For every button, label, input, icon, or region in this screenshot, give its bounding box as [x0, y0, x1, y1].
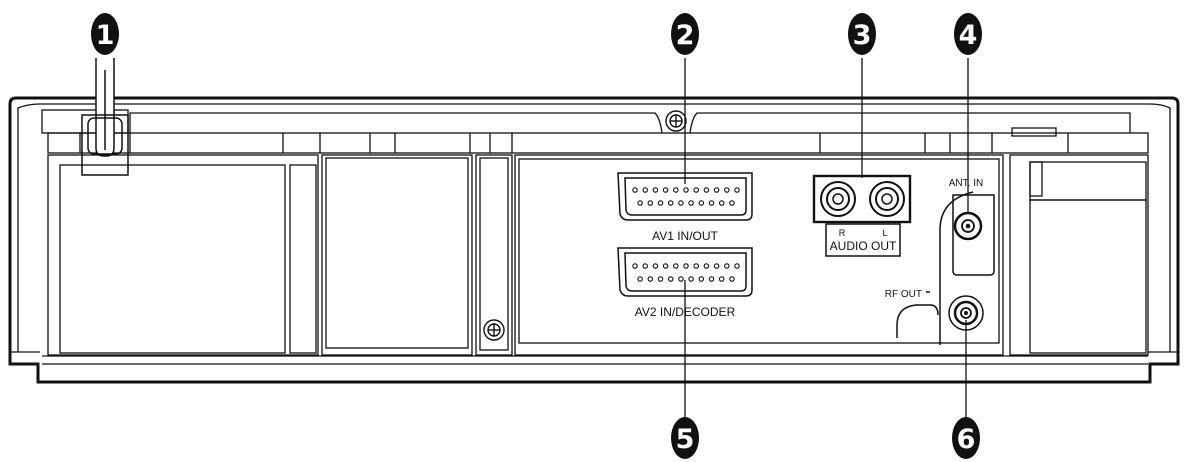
scart-pin — [637, 276, 643, 282]
power-cord — [81, 58, 129, 176]
scart-pin — [703, 263, 710, 269]
scart-pin — [734, 187, 740, 193]
scart-pin — [662, 263, 669, 269]
scart-pin — [652, 187, 659, 193]
scart-pin — [683, 187, 689, 193]
scart-pin — [718, 200, 725, 206]
ant-in-jack — [953, 211, 983, 241]
scart-pin — [637, 200, 643, 206]
callout-3-number: 3 — [853, 20, 872, 51]
scart-pin — [708, 200, 715, 206]
callout-3: 3 — [848, 13, 876, 55]
connector-panel — [514, 154, 1004, 356]
scart-pin — [678, 276, 684, 282]
top-vent-rail — [41, 109, 1149, 154]
scart-pin — [667, 276, 674, 282]
left-blank-panels — [47, 154, 513, 356]
callout-5-number: 5 — [676, 424, 695, 455]
scart-pin — [673, 187, 679, 193]
scart-pin — [683, 263, 689, 269]
scart-pin — [708, 276, 715, 282]
leader-lines — [684, 58, 969, 425]
scart-pin — [652, 263, 659, 269]
callout-5: 5 — [671, 417, 699, 459]
callout-1-number: 1 — [96, 20, 115, 51]
scart-pin — [703, 187, 710, 193]
audio-out-jack-r — [820, 181, 856, 217]
scart-pin — [693, 187, 699, 193]
screw-bottom — [483, 319, 505, 341]
av1-scart-connector — [617, 172, 753, 221]
scart-pin — [662, 187, 669, 193]
scart-pin — [729, 276, 735, 282]
scart-pin — [647, 200, 654, 206]
scart-pin — [688, 276, 694, 282]
antenna-section — [896, 191, 995, 345]
av1-pins — [632, 187, 740, 206]
scart-pin — [657, 200, 664, 206]
scart-pin — [642, 187, 648, 193]
scart-pin — [657, 276, 664, 282]
callout-1: 1 — [91, 13, 119, 55]
scart-pin — [693, 263, 699, 269]
av2-scart-connector — [617, 247, 753, 297]
audio-out-jack-l — [869, 181, 905, 217]
right-panels — [1009, 154, 1149, 356]
scart-pin — [667, 200, 674, 206]
audio-l-label: L — [882, 228, 887, 238]
scart-pin — [647, 276, 654, 282]
chassis — [8, 96, 1180, 384]
callout-6-number: 6 — [957, 424, 976, 455]
scart-pin — [698, 276, 705, 282]
scart-pin — [718, 276, 725, 282]
scart-pin — [724, 187, 730, 193]
scart-pin — [678, 200, 684, 206]
av2-pins — [632, 263, 740, 282]
scart-pin — [734, 263, 740, 269]
scart-pin — [632, 263, 638, 269]
scart-pin — [688, 200, 694, 206]
callout-6: 6 — [952, 417, 980, 459]
scart-pin — [713, 263, 720, 269]
ant-in-label: ANT. IN — [949, 178, 983, 189]
scart-pin — [632, 187, 638, 193]
callout-2: 2 — [671, 13, 699, 55]
callout-4: 4 — [954, 13, 982, 55]
callout-2-number: 2 — [676, 20, 695, 51]
audio-out-label: AUDIO OUT — [830, 239, 897, 253]
chassis-inner-bevel — [10, 103, 1178, 365]
scart-pin — [673, 263, 679, 269]
audio-r-label: R — [839, 228, 846, 238]
scart-pin — [713, 187, 720, 193]
scart-pin — [729, 200, 735, 206]
scart-pin — [698, 200, 705, 206]
callout-4-number: 4 — [959, 20, 978, 51]
scart-pin — [724, 263, 730, 269]
screw-top — [665, 110, 687, 132]
scart-pin — [642, 263, 648, 269]
rf-out-label: RF OUT — [885, 289, 922, 300]
av1-label: AV1 IN/OUT — [652, 229, 718, 243]
